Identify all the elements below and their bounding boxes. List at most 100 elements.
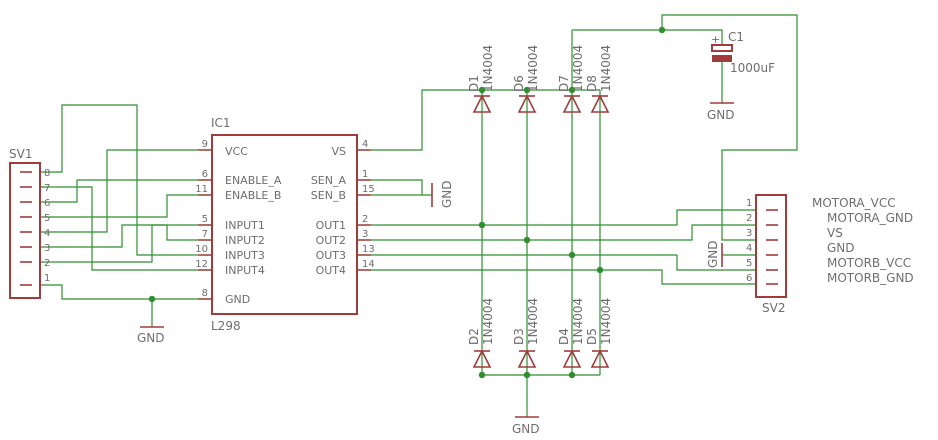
wires	[40, 14, 798, 417]
wire-sv1-4-vcc	[40, 149, 212, 233]
diode-value: 1N4004	[481, 45, 495, 92]
sv1-pin-number: 6	[44, 198, 50, 209]
ic1-pin-number: 3	[362, 229, 368, 240]
wire-sv1-5-enable-b	[40, 194, 212, 218]
wire-sv1-7-input4	[40, 186, 212, 271]
ic1-ref: IC1	[211, 116, 231, 130]
ic1-pin-number: 14	[362, 259, 375, 270]
diode-d6-body	[517, 94, 537, 113]
sv1-pin-number: 3	[44, 243, 50, 254]
sv2-pin-label: GND	[827, 241, 855, 255]
ic1-pin-name: INPUT2	[225, 234, 265, 247]
ic1-pin-number: 6	[202, 169, 208, 180]
sv2-body	[755, 194, 787, 298]
sv2-pin-label: VS	[827, 226, 843, 240]
wire-out4	[357, 269, 756, 285]
ic1-pin-number: 10	[195, 244, 208, 255]
wire-out1	[357, 209, 756, 226]
sv1-connector: SV1 8 7 6 5 4 3 2 1	[9, 147, 50, 299]
junction	[568, 86, 576, 94]
wire-sv1-6-enable-a	[40, 179, 212, 203]
diode-ref: D3	[512, 328, 526, 345]
diode-value: 1N4004	[526, 298, 540, 345]
junctions	[148, 26, 666, 379]
diode-value: 1N4004	[481, 298, 495, 345]
ic1-pin-name: OUT1	[316, 219, 346, 232]
sv2-pin-label: MOTORA_VCC	[812, 196, 896, 210]
gnd-label: GND	[137, 331, 165, 345]
diode-value: 1N4004	[571, 298, 585, 345]
gnd-symbols: GND GND GND GND GND	[137, 102, 735, 436]
ic1-pin-name: OUT2	[316, 234, 346, 247]
diode-d7-body	[562, 94, 582, 113]
diode-ref: D1	[467, 75, 481, 92]
diode-d2-body	[472, 349, 492, 368]
gnd-label: GND	[512, 422, 540, 436]
diode-value: 1N4004	[599, 45, 613, 92]
junction	[596, 266, 604, 274]
ic1-pin-name: SEN_A	[311, 174, 347, 187]
sv2-pin-number: 1	[746, 198, 752, 209]
ic1-pin-name: ENABLE_A	[225, 174, 282, 187]
sv1-ref: SV1	[9, 147, 32, 161]
ic1-pin-number: 4	[362, 139, 368, 150]
sv1-pin-number: 7	[44, 183, 50, 194]
ic1-pin-number: 12	[195, 259, 208, 270]
capacitor-minus-plate	[712, 55, 732, 62]
wire-sv1-3-input2	[40, 224, 212, 248]
sv2-connector: SV2 1 2 3 4 5 6 MOTORA_VCC MOTORA_GND VS…	[746, 194, 914, 315]
diode-d8-body	[590, 94, 610, 113]
ic1-pin-name: SEN_B	[311, 189, 346, 202]
ic1-pin-name: INPUT1	[225, 219, 265, 232]
sv2-pin-number: 3	[746, 228, 752, 239]
capacitor-plus-plate	[711, 44, 733, 52]
wire-sen-a	[357, 179, 423, 195]
diode-ref: D6	[512, 75, 526, 92]
ic1-pin-number: 15	[362, 184, 375, 195]
ic1-pin-number: 11	[195, 184, 208, 195]
diodes-top: D1 1N4004 D6 1N4004 D7 1N4004 D8 1N4004	[467, 45, 613, 113]
junction	[523, 86, 531, 94]
diode-d4-body	[562, 349, 582, 368]
gnd-label: GND	[707, 108, 735, 122]
wire-out2	[357, 224, 756, 241]
ic1-l298: IC1 L298 VCC ENABLE_A ENABLE_B INPUT1 IN…	[195, 116, 374, 333]
sv2-ref: SV2	[762, 301, 785, 315]
gnd-label: GND	[440, 180, 454, 208]
wire-sv1-8-input3	[40, 104, 212, 256]
junction	[658, 26, 666, 34]
diode-value: 1N4004	[526, 45, 540, 92]
ic1-pin-number: 8	[202, 288, 208, 299]
sv2-pin-label: MOTORB_VCC	[827, 256, 911, 270]
sv1-pin-number: 2	[44, 258, 50, 269]
junction	[523, 371, 531, 379]
sv1-pin-number: 8	[44, 168, 50, 179]
ic1-part: L298	[211, 319, 241, 333]
junction	[148, 295, 156, 303]
junction	[478, 371, 486, 379]
wire-cap-plus	[662, 29, 723, 45]
junction	[523, 236, 531, 244]
diode-d5-body	[590, 349, 610, 368]
ic1-pin-number: 9	[202, 139, 208, 150]
diode-ref: D7	[557, 75, 571, 92]
wire-out3	[357, 254, 756, 271]
ic1-pin-name: INPUT3	[225, 249, 265, 262]
sv1-pin-number: 5	[44, 213, 50, 224]
sv2-pin-number: 6	[746, 273, 752, 284]
sv2-pin-label: MOTORB_GND	[827, 271, 914, 285]
ic1-pin-name: OUT4	[316, 264, 346, 277]
diode-value: 1N4004	[571, 45, 585, 92]
capacitor-c1: + C1 1000uF	[711, 30, 775, 75]
capacitor-ref: C1	[728, 30, 744, 44]
capacitor-value: 1000uF	[730, 61, 775, 75]
ic1-pin-name: ENABLE_B	[225, 189, 281, 202]
diode-d3-body	[517, 349, 537, 368]
sv2-pin-number: 4	[746, 243, 752, 254]
ic1-pin-name: VCC	[225, 145, 248, 158]
diode-ref: D2	[467, 328, 481, 345]
diode-ref: D8	[585, 75, 599, 92]
wire-sv1-1-gnd	[40, 284, 212, 300]
junction	[478, 86, 486, 94]
